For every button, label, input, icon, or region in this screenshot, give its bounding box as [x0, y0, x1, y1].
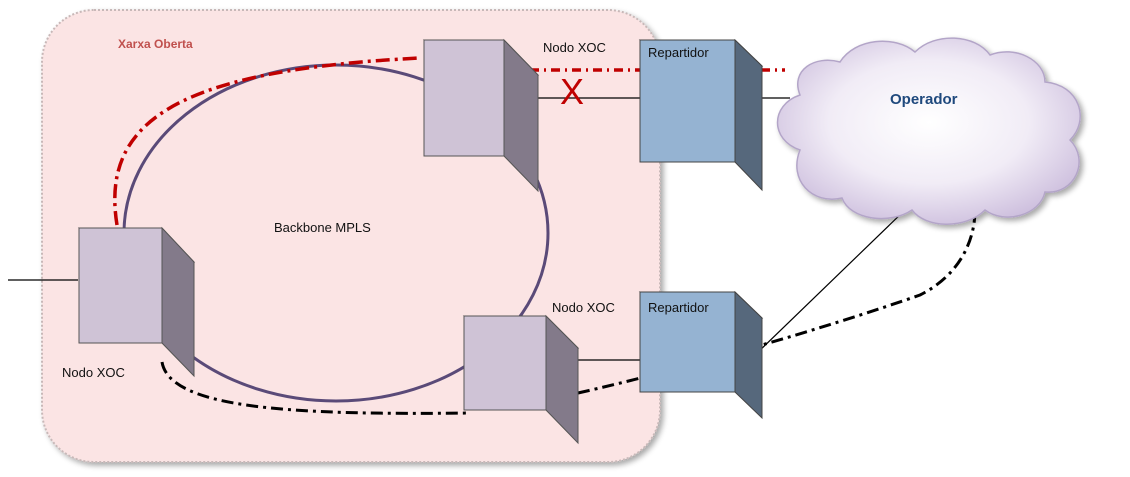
node-top — [422, 38, 540, 193]
operador-cloud — [776, 37, 1081, 225]
node-top-front-face — [423, 39, 505, 157]
backbone-label: Backbone MPLS — [274, 220, 371, 235]
repartidor-bottom — [638, 290, 764, 420]
node-bottom-front-face — [463, 315, 547, 411]
cloud-shape — [776, 37, 1081, 225]
red-path-arc — [113, 56, 421, 226]
repartidor-to-cloud-line-2 — [754, 209, 906, 356]
node-left — [77, 226, 196, 378]
repartidor-bottom-front-face — [639, 291, 736, 393]
repartidor-top-label: Repartidor — [648, 45, 709, 60]
failure-x-mark: X — [560, 71, 584, 112]
repartidor-bottom-label: Repartidor — [648, 300, 709, 315]
region-label: Xarxa Oberta — [118, 37, 193, 51]
node-bottom-label: Nodo XOC — [552, 300, 615, 315]
node-top-label: Nodo XOC — [543, 40, 606, 55]
repartidor-bottom-side-face — [734, 290, 763, 420]
cloud-label: Operador — [890, 91, 958, 108]
node-left-label: Nodo XOC — [62, 365, 125, 380]
black-path-bottom — [160, 361, 471, 415]
repartidor-top-side-face — [734, 38, 763, 192]
node-bottom — [462, 314, 580, 445]
repartidor-top-front-face — [639, 39, 736, 163]
node-left-front-face — [78, 227, 163, 344]
repartidor-top — [638, 38, 764, 192]
